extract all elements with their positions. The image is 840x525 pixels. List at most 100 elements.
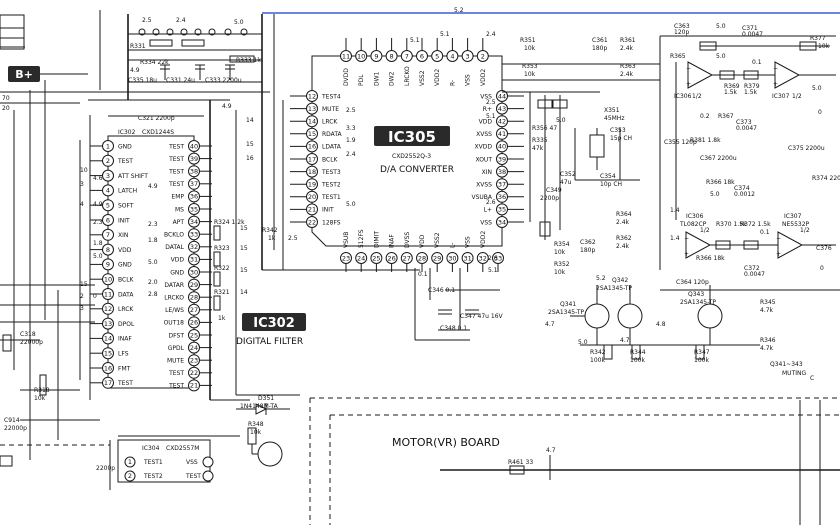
svg-text:R331: R331	[130, 43, 146, 50]
svg-text:34: 34	[498, 218, 506, 226]
svg-text:0.1: 0.1	[760, 229, 770, 236]
svg-text:VDD2: VDD2	[434, 69, 441, 86]
svg-text:15: 15	[80, 281, 88, 288]
svg-text:1/2: 1/2	[800, 227, 810, 234]
svg-text:15: 15	[308, 130, 316, 138]
svg-text:12: 12	[104, 305, 112, 313]
svg-text:0.0047: 0.0047	[742, 31, 763, 38]
ic305-top-pins: 11DVDD10PDL9DW18DW27LRCKO6VSS25VDD24R-3V…	[340, 38, 489, 86]
svg-text:2SA1345-TP: 2SA1345-TP	[680, 299, 716, 306]
svg-text:R379: R379	[744, 83, 760, 90]
svg-text:R333 1k: R333 1k	[236, 57, 261, 64]
svg-text:VDD2: VDD2	[480, 69, 487, 86]
svg-text:33: 33	[190, 231, 198, 239]
svg-text:2.4k: 2.4k	[620, 45, 634, 52]
svg-text:C348 0.1: C348 0.1	[440, 325, 467, 332]
svg-text:0.1: 0.1	[418, 271, 428, 278]
svg-text:10k: 10k	[554, 269, 566, 276]
svg-text:VDD2: VDD2	[480, 231, 487, 248]
svg-text:1.8: 1.8	[93, 240, 103, 247]
svg-text:R353: R353	[522, 63, 538, 70]
svg-text:GND: GND	[118, 143, 132, 150]
svg-text:128FS: 128FS	[322, 219, 341, 226]
ic305-right-pin-35: 35L+	[484, 203, 524, 216]
svg-text:32: 32	[190, 243, 198, 251]
svg-text:32: 32	[479, 254, 487, 262]
svg-text:100k: 100k	[694, 357, 709, 364]
svg-text:TEST: TEST	[117, 158, 133, 165]
svg-text:21: 21	[190, 382, 198, 390]
svg-text:TEST2: TEST2	[143, 473, 163, 480]
svg-text:44: 44	[498, 92, 506, 100]
svg-text:12: 12	[308, 92, 316, 100]
svg-text:11: 11	[342, 52, 350, 60]
svg-text:DATAL: DATAL	[165, 244, 184, 251]
svg-text:23: 23	[190, 357, 198, 365]
ic305-block: 11DVDD10PDL9DW18DW27LRCKO6VSS25VDD24R-3V…	[262, 7, 524, 274]
q342-label: Q342	[612, 277, 628, 284]
left-bottom-labels: C914 22000p R318 10k C318 22000p 70 20	[2, 95, 50, 432]
svg-text:XVSS: XVSS	[476, 131, 492, 138]
svg-text:R322: R322	[214, 265, 230, 272]
ic305-title: D/A CONVERTER	[380, 165, 454, 175]
svg-text:2.5: 2.5	[486, 99, 496, 106]
svg-text:R377: R377	[810, 35, 826, 42]
svg-text:26: 26	[190, 319, 198, 327]
svg-text:1k: 1k	[268, 235, 276, 242]
svg-text:XIN: XIN	[118, 232, 128, 239]
svg-text:2.4: 2.4	[176, 17, 186, 24]
svg-text:C355 120p: C355 120p	[664, 139, 697, 146]
svg-text:R367: R367	[718, 113, 734, 120]
svg-text:R334 22k: R334 22k	[140, 59, 169, 66]
svg-text:2: 2	[481, 52, 485, 60]
svg-text:TEST: TEST	[168, 181, 184, 188]
opamp-region: − + IC306 1/2 − + IC307 1/2 R365 C363 12…	[659, 23, 840, 286]
svg-text:TEST3: TEST3	[321, 169, 341, 176]
svg-text:LDATA: LDATA	[322, 144, 342, 151]
ic305-bottom-pin-32: 32 VDD2	[476, 231, 489, 272]
ic305-right-pin-43: 43R+	[483, 102, 524, 115]
svg-text:XVSS: XVSS	[476, 182, 492, 189]
svg-text:C352: C352	[560, 171, 576, 178]
svg-text:MUTE: MUTE	[167, 358, 184, 365]
svg-text:VSUBA: VSUBA	[471, 194, 492, 201]
svg-text:2SA1345-TP: 2SA1345-TP	[596, 285, 632, 292]
svg-text:34: 34	[190, 218, 198, 226]
svg-text:20: 20	[2, 105, 10, 112]
svg-text:35: 35	[190, 205, 198, 213]
ic302-right-pin-23: 23 MUTE	[167, 354, 212, 367]
svg-text:47k: 47k	[532, 145, 544, 152]
motor-board-title: MOTOR(VR) BOARD	[392, 436, 500, 449]
ic304-name: IC304	[142, 445, 160, 452]
svg-text:14: 14	[246, 117, 254, 124]
svg-text:180p: 180p	[592, 45, 607, 52]
x351-label: X351	[604, 107, 620, 114]
svg-text:CXD1244S: CXD1244S	[142, 129, 174, 136]
svg-text:15p CH: 15p CH	[610, 135, 632, 142]
svg-text:29: 29	[433, 254, 441, 262]
svg-text:GND: GND	[170, 269, 184, 276]
svg-text:C354: C354	[600, 173, 616, 180]
svg-text:5.0: 5.0	[812, 85, 822, 92]
q343-label: Q343	[688, 291, 704, 298]
svg-text:4: 4	[106, 187, 110, 195]
svg-text:15: 15	[240, 225, 248, 232]
svg-text:4: 4	[450, 52, 454, 60]
svg-text:10p CH: 10p CH	[600, 181, 622, 188]
svg-text:1.8: 1.8	[148, 237, 158, 244]
svg-text:7: 7	[106, 231, 110, 239]
svg-text:VSS: VSS	[465, 74, 472, 86]
svg-text:2.4: 2.4	[346, 151, 356, 158]
